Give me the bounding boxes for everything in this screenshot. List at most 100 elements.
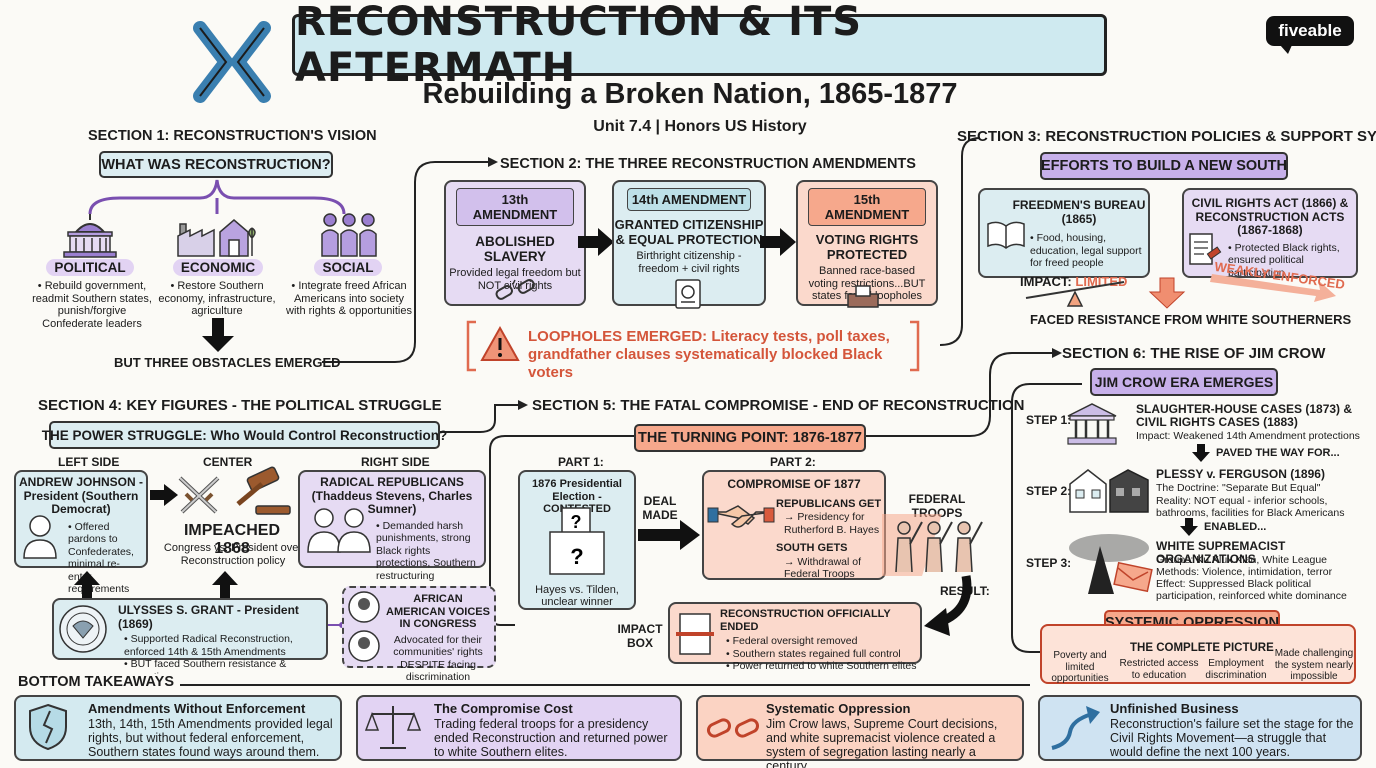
page-title: RECONSTRUCTION & ITS AFTERMATH <box>292 0 1107 91</box>
warning-icon <box>480 325 520 361</box>
left-side-label: LEFT SIDE <box>58 455 120 469</box>
impact-label: IMPACT: <box>1020 274 1072 289</box>
step1-title: SLAUGHTER-HOUSE CASES (1873) & CIVIL RIG… <box>1136 402 1353 429</box>
center-label: CENTER <box>203 455 253 469</box>
bureau-title: FREEDMEN'S BUREAU (1865) <box>1012 198 1146 226</box>
radical-title: RADICAL REPUBLICANS (Thaddeus Stevens, C… <box>311 475 473 516</box>
impact-value: LIMITED <box>1075 274 1128 289</box>
up-arrow-icon <box>74 571 100 599</box>
certificate-icon <box>675 279 701 309</box>
picture-employment: Employment discrimination <box>1205 658 1267 681</box>
document-gavel-icon <box>1189 233 1222 265</box>
upward-path-arrow-icon <box>1051 706 1100 750</box>
step3-title: WHITE SUPREMACIST ORGANIZATIONS <box>1156 539 1286 566</box>
ended-text: • Federal oversight removed • Southern s… <box>726 635 917 672</box>
courthouse-icon <box>1067 403 1117 445</box>
book-icon <box>987 221 1025 249</box>
grant-title: ULYSSES S. GRANT - President (1869) <box>118 603 299 631</box>
amendment-14-card: 14th AMENDMENT GRANTED CITIZENSHIP & EQU… <box>612 180 766 306</box>
south-gets-text: → Withdrawal of Federal Troops <box>784 555 862 581</box>
section-5-heading: SECTION 5: THE FATAL COMPROMISE - END OF… <box>532 397 1025 414</box>
step2-title: PLESSY v. FERGUSON (1896) <box>1156 467 1325 481</box>
amendment-14-title: GRANTED CITIZENSHIP & EQUAL PROTECTION <box>614 217 764 247</box>
step3-text: Groups: Ku Klux Klan, White League Metho… <box>1156 554 1347 602</box>
scales-icon <box>364 706 422 749</box>
crossed-swords-icon <box>178 476 220 514</box>
brand-logo[interactable]: fiveable <box>1266 16 1354 54</box>
picture-poverty: Poverty and limited opportunities <box>1051 650 1109 684</box>
step1-label: STEP 1: <box>1026 413 1072 427</box>
amendment-15-label: 15th AMENDMENT <box>808 188 926 226</box>
section-4-heading: SECTION 4: KEY FIGURES - THE POLITICAL S… <box>38 397 442 414</box>
seesaw-icon <box>1025 281 1125 307</box>
part2-label: PART 2: <box>770 455 816 469</box>
complete-picture-card: THE COMPLETE PICTURE Poverty and limited… <box>1040 624 1356 684</box>
takeaway-1-text: 13th, 14th, 15th Amendments provided leg… <box>88 717 333 759</box>
cracked-shield-icon <box>29 703 67 751</box>
republicans-get-text: → Presidency for Rutherford B. Hayes <box>784 511 880 536</box>
amendment-15-title: VOTING RIGHTS PROTECTED <box>815 232 919 262</box>
picture-education: Restricted access to education <box>1119 658 1199 681</box>
impact-box-label: IMPACT BOX <box>617 622 663 650</box>
economic-label: ECONOMIC <box>172 259 264 276</box>
arrow-right-icon <box>638 520 700 550</box>
section-2-heading: SECTION 2: THE THREE RECONSTRUCTION AMEN… <box>500 156 916 172</box>
part1-label: PART 1: <box>558 455 604 469</box>
right-side-label: RIGHT SIDE <box>361 455 430 469</box>
down-arrow-icon <box>202 318 234 352</box>
takeaway-card-2: The Compromise Cost Trading federal troo… <box>356 695 682 761</box>
step2-label: STEP 2: <box>1026 484 1072 498</box>
bureau-text: • Food, housing, education, legal suppor… <box>1030 232 1142 269</box>
up-arrow-icon <box>212 571 238 599</box>
enabled-text: ENABLED... <box>1204 521 1267 533</box>
political-text: • Rebuild government, readmit Southern s… <box>32 280 152 330</box>
amendment-15-text: Banned race-based voting restrictions...… <box>808 265 926 302</box>
civil-rights-act-card: CIVIL RIGHTS ACT (1866) & RECONSTRUCTION… <box>1182 188 1358 279</box>
social-label: SOCIAL <box>314 259 382 276</box>
unit-label: Unit 7.4 | Honors US History <box>593 118 807 135</box>
acts-text: • Protected Black rights, ensured politi… <box>1228 241 1340 279</box>
radical-text: • Demanded harsh punishments, strong Bla… <box>376 519 476 582</box>
takeaway-1-title: Amendments Without Enforcement <box>88 701 306 716</box>
factory-farm-icon <box>177 219 256 257</box>
takeaway-3-text: Jim Crow laws, Supreme Court decisions, … <box>766 717 998 768</box>
takeaway-2-text: Trading federal troops for a presidency … <box>434 717 668 759</box>
curved-arrow-icon <box>924 575 972 636</box>
capitol-building-icon <box>63 214 117 258</box>
power-struggle-rest: Who Would Control Reconstruction? <box>210 427 448 443</box>
segregated-buildings-icon <box>1069 469 1149 513</box>
down-arrow-icon <box>1148 277 1186 309</box>
takeaways-heading: BOTTOM TAKEAWAYS <box>18 674 181 690</box>
handshake-icon <box>707 505 775 528</box>
takeaway-4-text: Reconstruction's failure set the stage f… <box>1110 717 1354 759</box>
hooded-figure-icon <box>1069 534 1153 594</box>
obstacles-text: BUT THREE OBSTACLES EMERGED <box>114 355 341 370</box>
reconstruction-ended-card: RECONSTRUCTION OFFICIALLY ENDED • Federa… <box>668 602 922 672</box>
election-card: 1876 Presidential Election - CONTESTED H… <box>518 470 636 610</box>
broken-chain-icon <box>706 718 760 738</box>
loopholes-text: LOOPHOLES EMERGED: Literacy tests, poll … <box>528 328 890 381</box>
branch-bracket <box>88 179 346 215</box>
step2-text: The Doctrine: "Separate But Equal" Reali… <box>1156 482 1345 519</box>
paved-text: PAVED THE WAY FOR... <box>1216 447 1340 459</box>
takeaway-card-4: Unfinished Business Reconstruction's fai… <box>1038 695 1362 761</box>
arrow-right-icon <box>150 484 178 506</box>
takeaway-card-1: Amendments Without Enforcement 13th, 14t… <box>14 695 342 761</box>
takeaway-2-title: The Compromise Cost <box>434 701 573 716</box>
step1-text: Impact: Weakened 14th Amendment protecti… <box>1136 430 1360 442</box>
ballot-question-icon: ? ? <box>549 507 605 575</box>
arrow-right-icon <box>760 228 796 256</box>
broken-chain-icon <box>495 279 535 300</box>
picture-impossible: Made challenging the system nearly impos… <box>1274 648 1354 682</box>
amendment-14-label: 14th AMENDMENT <box>627 188 751 211</box>
gavel-icon <box>236 466 291 515</box>
economic-text: • Restore Southern economy, infrastructu… <box>158 280 276 317</box>
political-label: POLITICAL <box>46 259 134 276</box>
election-subtext: Hayes vs. Tilden, unclear winner <box>535 583 619 609</box>
acts-title: CIVIL RIGHTS ACT (1866) & RECONSTRUCTION… <box>1191 196 1349 237</box>
republicans-get-label: REPUBLICANS GET <box>776 497 882 510</box>
power-struggle-badge: THE POWER STRUGGLE: Who Would Control Re… <box>42 421 447 449</box>
takeaway-card-3: Systematic Oppression Jim Crow laws, Sup… <box>696 695 1024 768</box>
amendment-15-card: 15th AMENDMENT VOTING RIGHTS PROTECTED B… <box>796 180 938 306</box>
svg-text:?: ? <box>570 544 583 569</box>
